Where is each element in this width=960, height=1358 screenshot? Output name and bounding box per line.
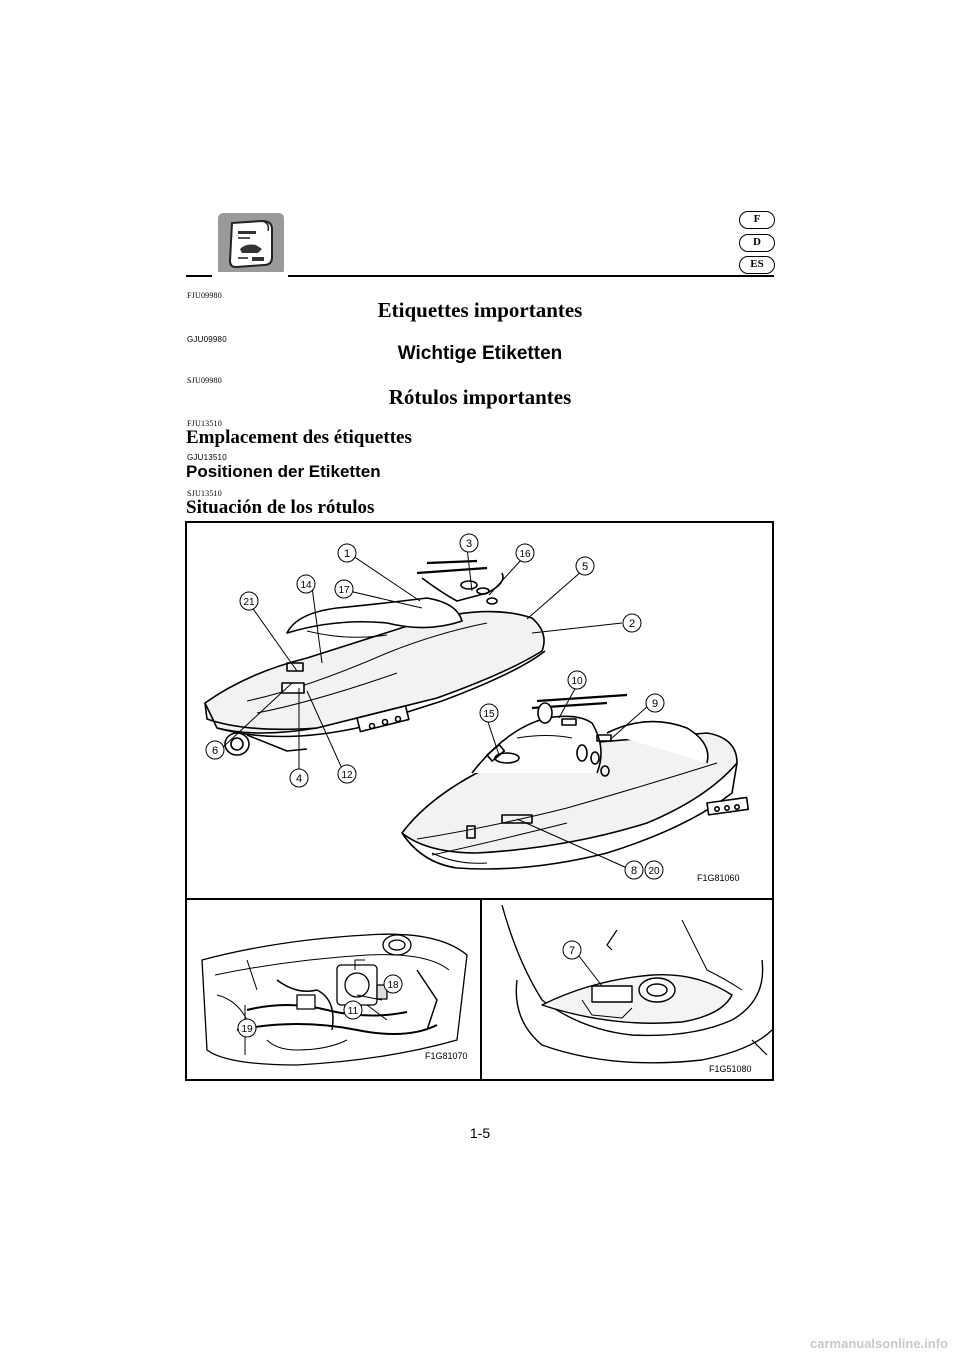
callout-21: 21	[243, 597, 255, 608]
section-code-fr: FJU09980	[187, 291, 222, 300]
callout-15: 15	[483, 709, 495, 720]
figure-code-bottom-right: F1G51080	[709, 1064, 752, 1074]
callout-19: 19	[241, 1024, 253, 1035]
subsection-code-fr: FJU13510	[187, 419, 222, 428]
callout-17: 17	[338, 585, 350, 596]
watercraft-front-view	[401, 693, 750, 870]
callout-1: 1	[344, 548, 350, 560]
callout-11: 11	[348, 1006, 359, 1017]
callout-12: 12	[341, 770, 353, 781]
language-badge-es: ES	[739, 256, 775, 274]
callout-3: 3	[466, 538, 472, 550]
subsection-code-de: GJU13510	[187, 453, 227, 462]
section-title-de: Wichtige Etiketten	[397, 343, 563, 364]
subsection-code-es: SJU13510	[187, 489, 222, 498]
language-badge-d: D	[739, 234, 775, 252]
section-code-de: GJU09980	[187, 335, 227, 344]
language-badge-f: F	[739, 211, 775, 229]
header-rule-gap	[212, 272, 288, 280]
subsection-title-es: Situación de los rótulos	[186, 497, 375, 518]
subsection-title-fr: Emplacement des étiquettes	[186, 427, 412, 448]
callout-16: 16	[519, 549, 531, 560]
section-title-fr: Etiquettes importantes	[377, 298, 583, 322]
figure-code-bottom-left: F1G81070	[425, 1051, 468, 1061]
figure-code-main: F1G81060	[697, 873, 740, 883]
subsection-title-de: Positionen der Etiketten	[186, 462, 381, 481]
engine-compartment-illustration: 11 18 19	[201, 933, 468, 1066]
callout-9: 9	[652, 698, 658, 710]
callout-7: 7	[569, 945, 575, 957]
figure-divider-vertical	[480, 899, 482, 1081]
section-title-es: Rótulos importantes	[388, 385, 572, 409]
callout-20: 20	[648, 866, 660, 877]
manual-labels-icon	[218, 213, 284, 275]
callout-6: 6	[212, 745, 218, 757]
callout-8: 8	[631, 865, 637, 877]
callout-14: 14	[300, 580, 312, 591]
figure-divider-horizontal	[187, 898, 772, 900]
label-location-figure: 1 2 3 4 5 6 8 9 10 12 14 15 16 17 20 21 …	[185, 521, 774, 1081]
callout-10: 10	[571, 676, 583, 687]
callout-18: 18	[387, 980, 399, 991]
section-code-es: SJU09980	[187, 376, 222, 385]
watermark: carmanualsonline.info	[810, 1336, 948, 1351]
callout-5: 5	[582, 561, 588, 573]
page-number: 1-5	[469, 1125, 491, 1141]
callout-2: 2	[629, 618, 635, 630]
storage-compartment-illustration: 7	[501, 904, 773, 1064]
watercraft-illustration: 1 2 3 4 5 6 8 9 10 12 14 15 16 17 20 21	[204, 533, 750, 880]
header-rule	[186, 275, 774, 277]
callout-4: 4	[296, 773, 302, 785]
